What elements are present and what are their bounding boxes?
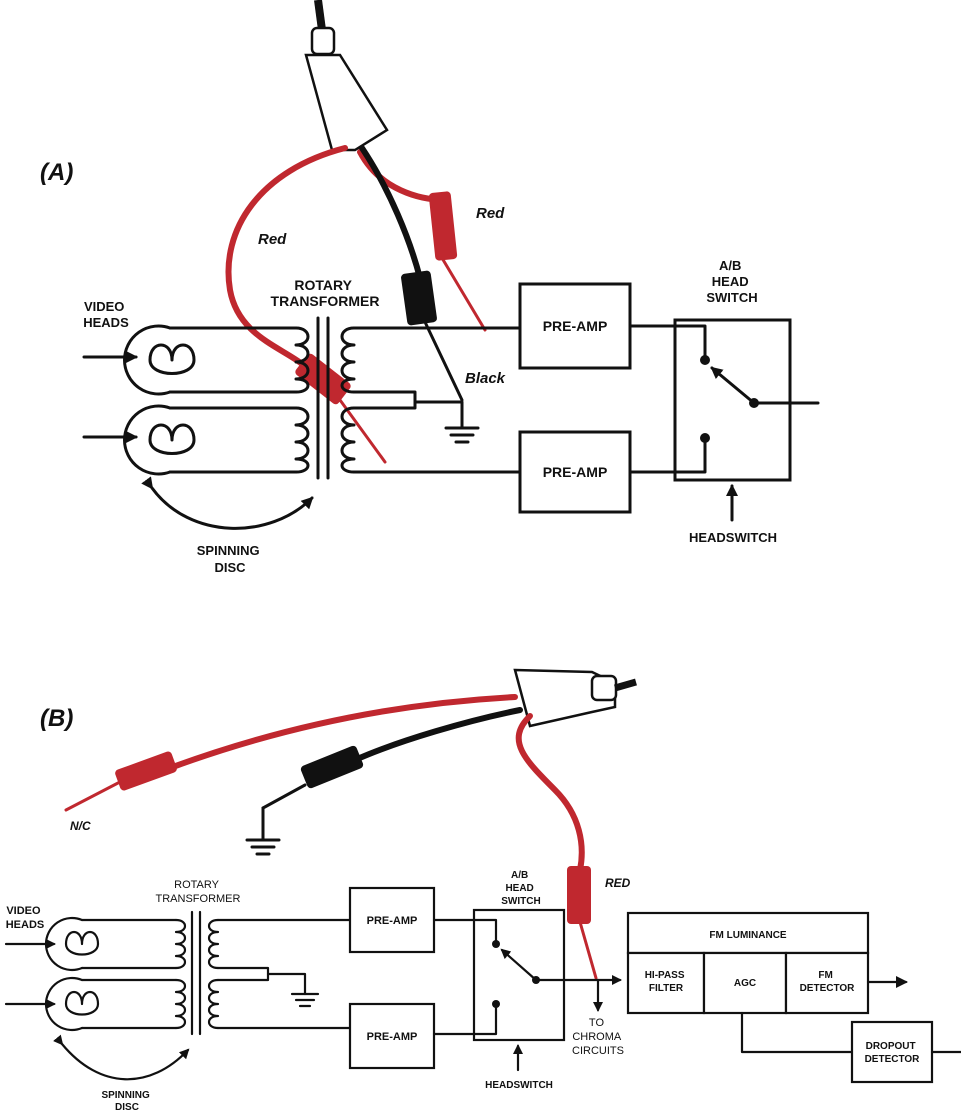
rt-b-line-2: TRANSFORMER [156,893,241,905]
red-clip-b-nc [64,751,177,812]
lead-black-label: Black [465,370,506,387]
video-heads-a-label: VIDEO HEADS [83,299,129,330]
preamp-b-bottom-label: PRE-AMP [367,1031,418,1043]
video-heads-b-line-2: HEADS [6,919,45,931]
probe-b [513,668,637,728]
red-lead-a-right [357,149,449,203]
rotary-transformer-a: ROTARY TRANSFORMER [271,277,522,480]
sd-a-line-1: SPINNING [197,543,260,558]
fmd-line-2: DETECTOR [800,983,856,994]
preamp-a-bottom [518,430,632,514]
video-heads-b: VIDEO HEADS [4,905,178,1032]
preamp-a-bottom-label: PRE-AMP [543,464,608,480]
rt-b-line-1: ROTARY [174,879,219,891]
headswitch-a-label: HEADSWITCH [689,530,777,545]
agc-label: AGC [734,978,756,989]
probe-a [304,0,389,152]
sd-b-line-2: DISC [115,1102,139,1113]
dd-line-2: DETECTOR [865,1054,921,1065]
red-clip-a-right [428,191,487,332]
chroma-line-3: CIRCUITS [572,1045,624,1057]
lead-red-b-label: RED [605,876,631,890]
sd-a-line-2: DISC [214,560,246,575]
video-heads-a-line-1: VIDEO [84,299,124,314]
spinning-disc-a-arrow [141,476,314,530]
rt-a-line-1: ROTARY [294,277,352,293]
video-heads-b-line-1: VIDEO [6,905,41,917]
fm-luminance-block: FM LUMINANCE HI-PASS FILTER AGC FM DETEC… [626,911,961,1084]
dropout-detector-box [850,1020,934,1084]
chroma-line-1: TO [589,1017,605,1029]
head-switch-b-label: A/B HEAD SWITCH [501,870,540,907]
hs-b-line-3: SWITCH [501,896,540,907]
head-a-top [123,324,172,396]
preamp-a-top [518,282,632,370]
hi-pass-filter-label: HI-PASS FILTER [645,970,688,994]
dropout-detector-label: DROPOUT DETECTOR [865,1041,921,1065]
rotary-transformer-b-label: ROTARY TRANSFORMER [156,879,241,905]
fmd-line-1: FM [818,970,832,981]
video-heads-b-label: VIDEO HEADS [6,905,45,931]
probe-b-body [513,668,617,728]
hs-b-line-2: HEAD [505,883,533,894]
preamp-a-top-label: PRE-AMP [543,318,608,334]
hs-b-line-1: A/B [511,870,528,881]
rt-a-line-2: TRANSFORMER [271,293,380,309]
video-heads-a-line-2: HEADS [83,315,129,330]
preamp-b-top-label: PRE-AMP [367,915,418,927]
rotary-transformer-b: ROTARY TRANSFORMER [156,879,352,1036]
black-clip-a [401,270,464,402]
to-chroma-label: TO CHROMA CIRCUITS [572,1017,624,1057]
preamp-b-top [348,886,436,954]
spinning-disc-a-label: SPINNING DISC [197,543,263,575]
chroma-line-2: CHROMA [572,1031,622,1043]
spinning-disc-b-label: SPINNING DISC [101,1090,152,1113]
black-lead-b [352,707,523,763]
black-lead-a [359,145,423,281]
probe-a-body [304,53,389,152]
video-heads-a: VIDEO HEADS [82,299,298,476]
head-switch-a: A/B HEAD SWITCH HEADSWITCH [628,258,820,545]
fm-luminance-label: FM LUMINANCE [709,930,787,941]
hpf-line-1: HI-PASS [645,970,685,981]
lead-red-right-label: Red [476,205,505,222]
head-switch-a-label: A/B HEAD SWITCH [706,258,757,305]
panel-b-label: (B) [40,705,73,732]
hs-a-line-1: A/B [719,258,741,273]
headswitch-b-label: HEADSWITCH [485,1080,553,1091]
red-lead-b-chroma [515,713,585,873]
hs-a-line-3: SWITCH [706,290,757,305]
head-switch-b: A/B HEAD SWITCH HEADSWITCH [432,870,622,1091]
black-clip-b [245,745,364,856]
fm-detector-label: FM DETECTOR [800,970,856,994]
red-lead-a-left [225,145,348,381]
panel-a: (A) Red Red Black [40,0,820,575]
preamp-b-bottom [348,1002,436,1070]
panel-b: (B) N/C RED [4,668,961,1113]
hpf-line-2: FILTER [649,983,684,994]
dd-line-1: DROPOUT [866,1041,916,1052]
panel-a-label: (A) [40,159,73,186]
rotary-transformer-a-label: ROTARY TRANSFORMER [271,277,380,309]
red-lead-b-nc [167,694,518,771]
head-a-bottom [123,404,172,476]
sd-b-line-1: SPINNING [101,1090,150,1101]
red-clip-b-chroma [567,866,598,980]
probe-a-tip-collar [310,26,336,56]
lead-nc-label: N/C [70,819,91,833]
hs-a-line-2: HEAD [712,274,749,289]
lead-red-left-label: Red [258,231,287,248]
